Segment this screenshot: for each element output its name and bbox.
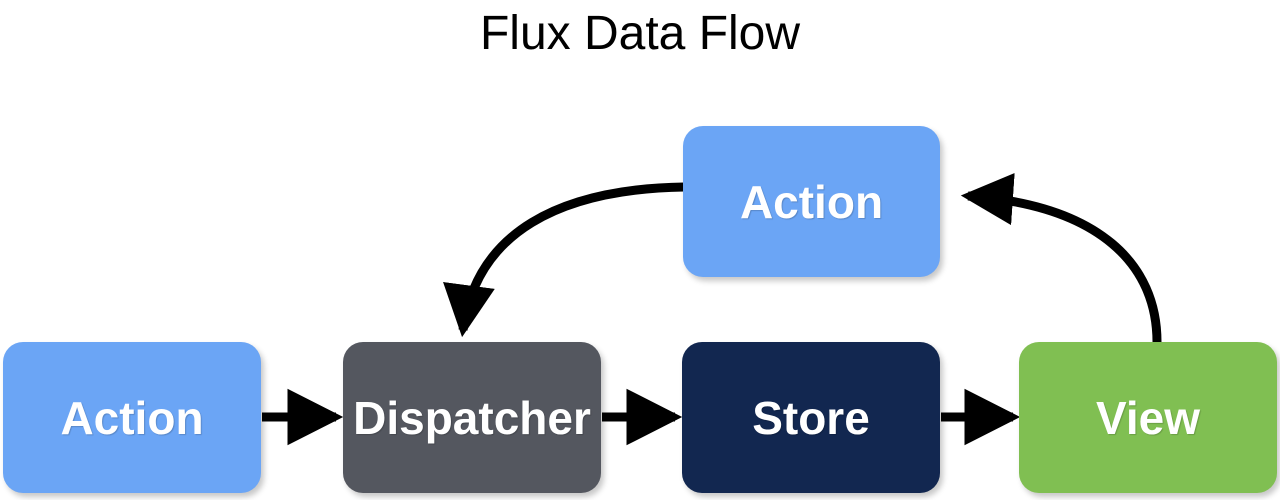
node-view[interactable]: View xyxy=(1019,342,1277,493)
node-label: Store xyxy=(752,391,870,444)
node-label: Action xyxy=(739,175,884,228)
node-label: View xyxy=(1096,391,1200,444)
page-title: Flux Data Flow xyxy=(479,7,801,60)
node-store[interactable]: Store xyxy=(682,342,940,493)
edge-view-to-action-top xyxy=(960,173,1162,343)
node-label: Dispatcher xyxy=(353,391,591,444)
node-action-left[interactable]: Action xyxy=(3,342,261,493)
node-action-top[interactable]: Action xyxy=(683,126,940,277)
node-label: Action xyxy=(60,391,204,444)
node-dispatcher[interactable]: Dispatcher xyxy=(343,342,601,493)
edge-action-top-to-dispatcher xyxy=(443,182,685,338)
